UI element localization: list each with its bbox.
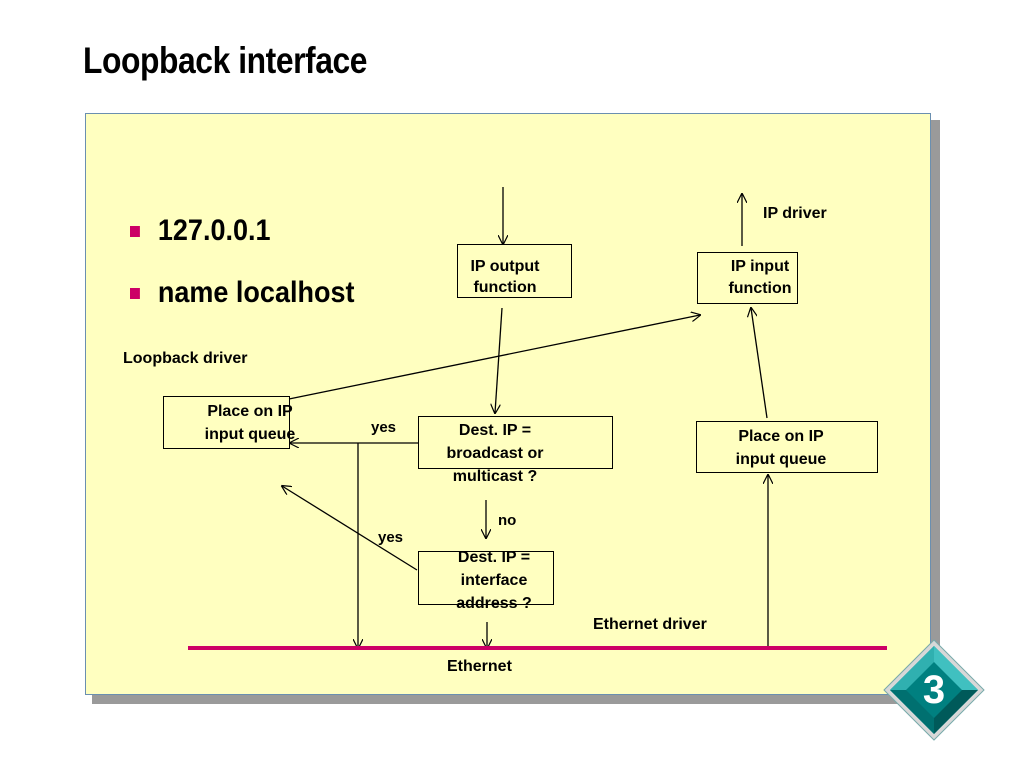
ip-input-line-1: IP input — [730, 258, 790, 275]
ip-input-line-2: function — [728, 280, 792, 297]
ip-output-line-2: function — [473, 279, 537, 296]
yes-label-interface: yes — [378, 529, 404, 546]
dest-broadcast-box — [418, 416, 613, 469]
arrow-output-to-broadcast — [495, 307, 503, 413]
ip-output-label: IP output function — [457, 255, 553, 299]
dest-interface-line-2: interface — [460, 572, 528, 589]
dest-interface-box — [418, 551, 554, 605]
slide-number-badge-icon — [883, 639, 985, 741]
place-on-ip-left-label: Place on IP input queue — [185, 400, 315, 446]
arrow-interface-yes — [282, 486, 418, 571]
ethernet-label: Ethernet — [447, 658, 512, 675]
place-on-ip-left-box — [163, 396, 290, 449]
bullet-text: name localhost — [157, 276, 355, 309]
dest-interface-line-1: Dest. IP = — [457, 549, 531, 566]
arrow-right-queue-to-ip-input — [751, 308, 768, 419]
slide-title: Loopback interface — [83, 40, 368, 81]
place-right-line-2: input queue — [735, 451, 827, 468]
yes-label-broadcast: yes — [371, 419, 397, 436]
diagram-panel — [85, 113, 931, 695]
bullet-item-localhost: name localhost — [130, 276, 354, 310]
dest-broadcast-line-1: Dest. IP = — [458, 422, 532, 439]
ip-output-line-1: IP output — [470, 258, 540, 275]
bullet-item-ip: 127.0.0.1 — [130, 214, 271, 248]
dest-interface-line-3: address ? — [456, 595, 532, 612]
ip-input-box — [697, 252, 798, 304]
place-on-ip-right-box — [696, 421, 878, 473]
place-left-line-1: Place on IP — [207, 403, 293, 420]
ip-output-box — [457, 244, 572, 298]
slide-number: 3 — [922, 668, 946, 712]
no-label: no — [498, 512, 517, 529]
loopback-driver-label: Loopback driver — [123, 350, 248, 367]
ip-driver-label: IP driver — [763, 205, 827, 222]
arrow-loopback-to-ip-input — [288, 315, 700, 400]
bullet-text: 127.0.0.1 — [157, 214, 271, 247]
place-left-line-2: input queue — [204, 426, 296, 443]
dest-broadcast-label: Dest. IP = broadcast or multicast ? — [418, 419, 572, 488]
dest-interface-label: Dest. IP = interface address ? — [418, 546, 570, 615]
place-right-line-1: Place on IP — [738, 428, 824, 445]
ip-input-label: IP input function — [715, 255, 805, 300]
bullet-square-icon — [130, 225, 140, 237]
dest-broadcast-line-3: multicast ? — [452, 468, 538, 485]
dest-broadcast-line-2: broadcast or — [446, 445, 544, 462]
place-on-ip-right-label: Place on IP input queue — [706, 425, 856, 471]
bullet-square-icon — [130, 287, 140, 299]
ethernet-driver-label: Ethernet driver — [593, 616, 707, 633]
